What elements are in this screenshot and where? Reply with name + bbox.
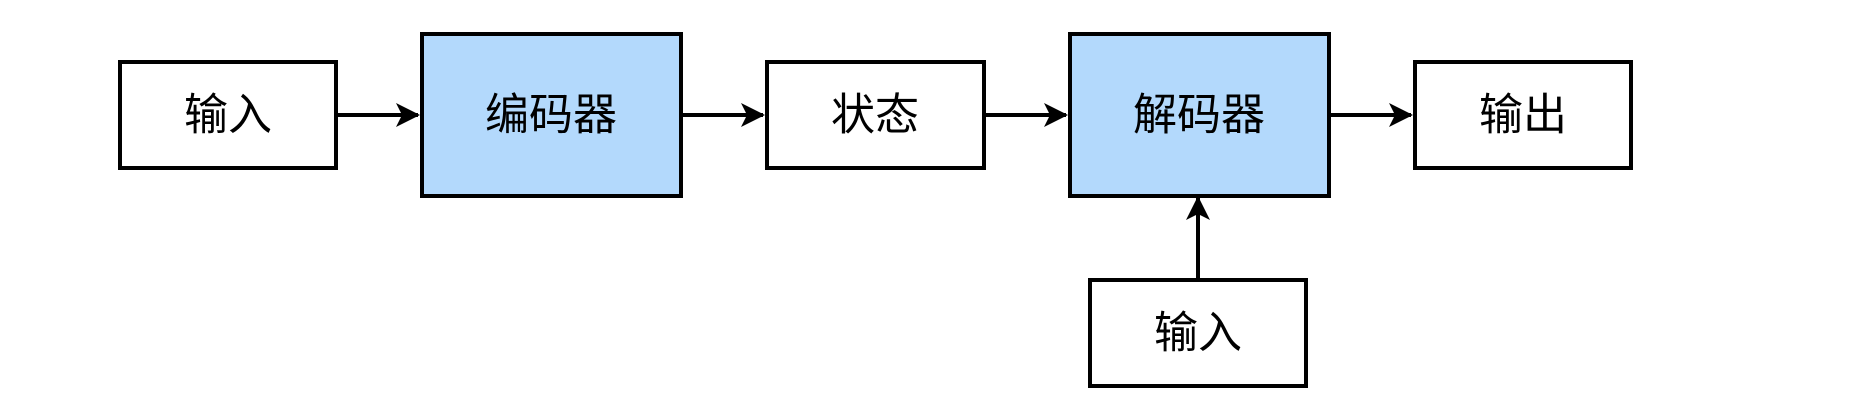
- encoder-input-box: [118, 60, 338, 170]
- node-encoder: 编码器: [420, 32, 683, 198]
- node-output: 输出: [1413, 60, 1633, 170]
- state-label: 状态: [831, 90, 919, 141]
- node-decoder-input: 输入: [1088, 278, 1308, 388]
- state-box: [765, 60, 986, 170]
- node-encoder-input: 输入: [118, 60, 338, 170]
- encoder-box: [420, 32, 683, 198]
- encoder-label: 编码器: [485, 90, 617, 141]
- decoder-input-box: [1088, 278, 1308, 388]
- output-label: 输出: [1479, 90, 1567, 141]
- decoder-input-label: 输入: [1154, 308, 1242, 359]
- decoder-label: 解码器: [1133, 90, 1265, 141]
- node-state: 状态: [765, 60, 986, 170]
- encoder-input-label: 输入: [184, 90, 272, 141]
- node-decoder: 解码器: [1068, 32, 1331, 198]
- output-box: [1413, 60, 1633, 170]
- decoder-box: [1068, 32, 1331, 198]
- edges: [336, 103, 1413, 280]
